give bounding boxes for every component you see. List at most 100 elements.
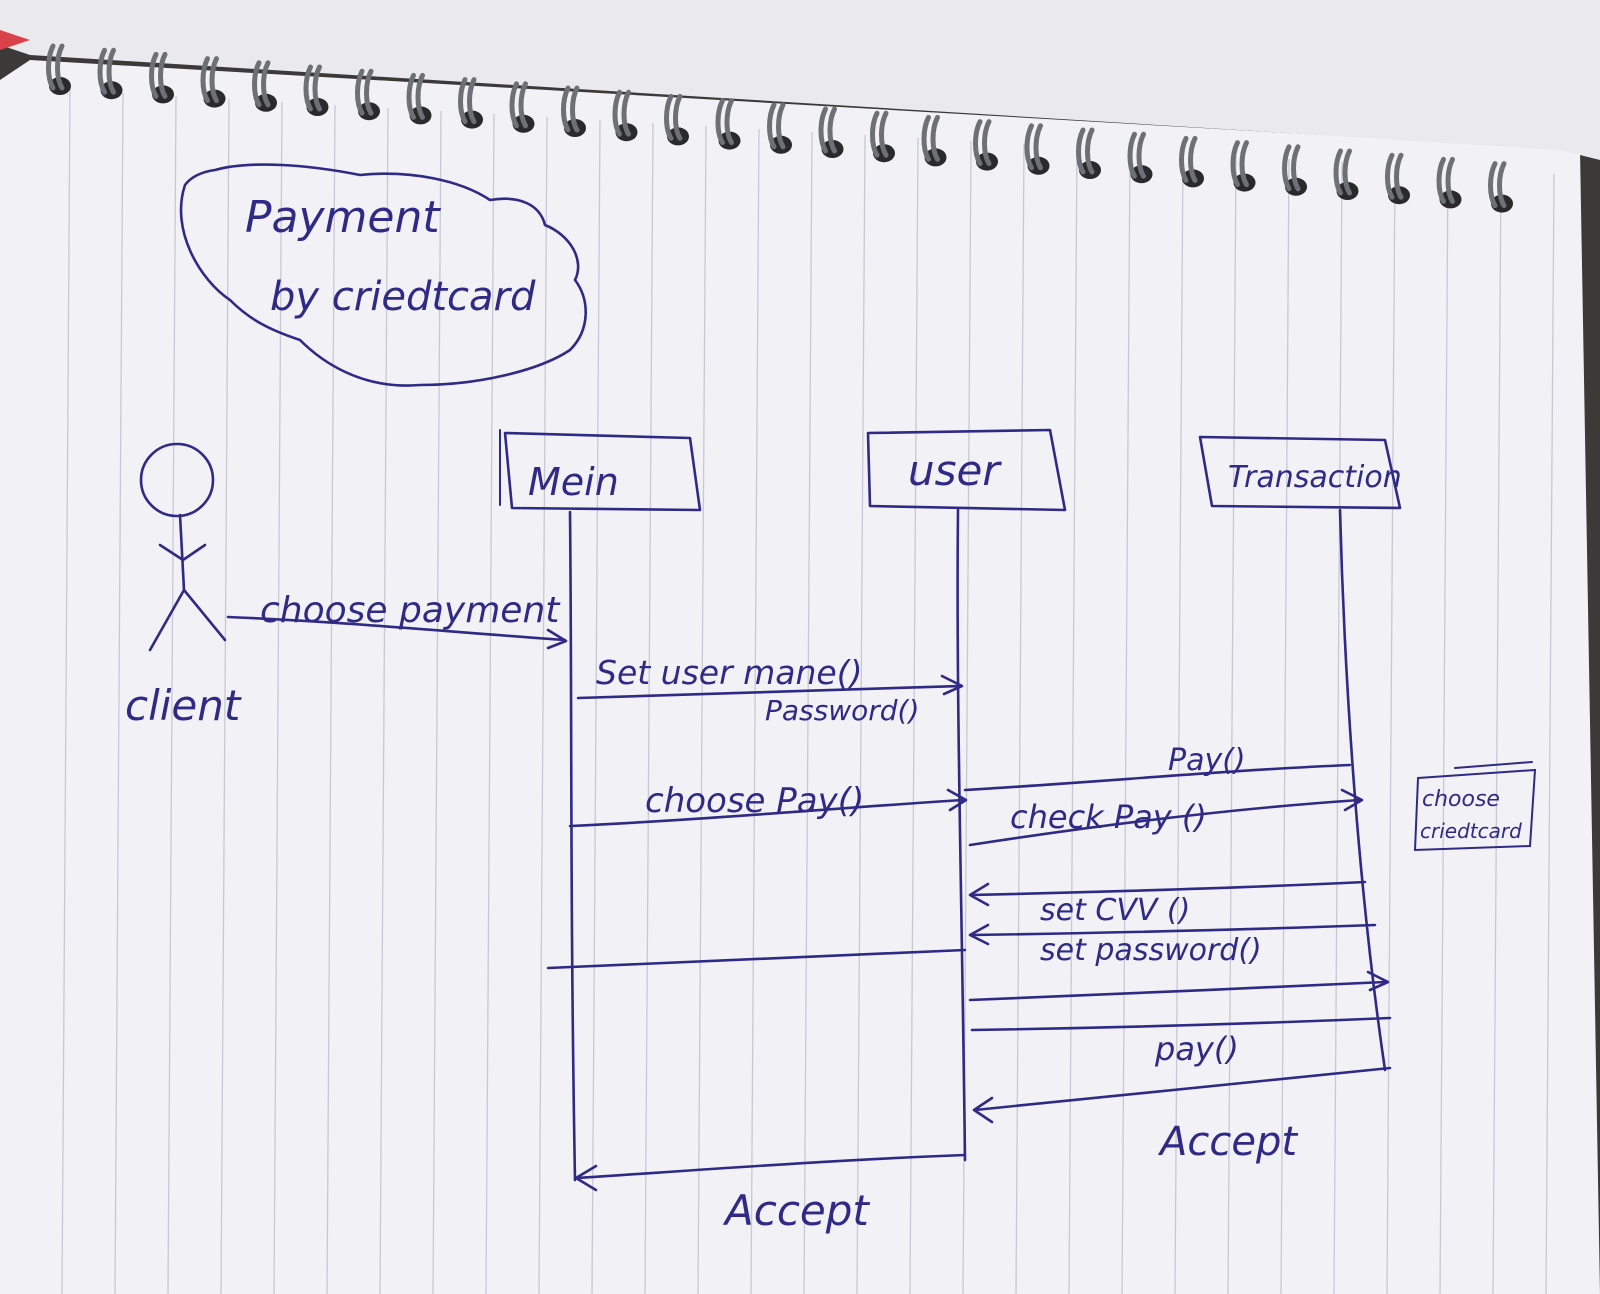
message-label: check Pay (): [1010, 798, 1207, 836]
arrowhead: [940, 674, 964, 696]
rule-line: [61, 89, 71, 1294]
message-label: Set user mane(): [596, 653, 862, 692]
spiral-ring: [921, 114, 947, 167]
spiral-ring: [458, 77, 483, 129]
spiral-ring: [1488, 161, 1513, 213]
lifeline-transaction-box: [1198, 435, 1402, 510]
actor-legs: [148, 588, 227, 652]
spiral-ring: [355, 68, 380, 121]
rule-line: [1386, 164, 1396, 1294]
rule-line: [591, 119, 601, 1294]
note-line1: choose: [1422, 787, 1500, 812]
message-label: Pay(): [1168, 743, 1246, 778]
message-set-cvv: set CVV (): [968, 893, 1377, 946]
rule-line: [114, 92, 124, 1294]
arrowhead: [968, 882, 990, 907]
side-note: choose criedtcard: [1413, 761, 1537, 852]
title-line2: by criedtcard: [270, 274, 536, 320]
message-label: set password(): [1040, 933, 1262, 968]
spiral-ring: [1230, 140, 1256, 192]
rule-line: [750, 128, 760, 1294]
spiral-ring: [406, 72, 432, 125]
message-accept-2: Accept: [574, 1153, 967, 1235]
spiral-binding: [46, 43, 1513, 213]
spiral-ring: [1282, 144, 1307, 196]
spiral-ring: [252, 60, 277, 112]
message-return-1: [968, 880, 1367, 907]
note-line2: criedtcard: [1420, 819, 1522, 843]
arrowhead: [972, 1096, 994, 1124]
message-choose-pay: choose Pay(): [568, 781, 968, 828]
title-line1: Payment: [245, 192, 441, 243]
spiral-ring: [767, 102, 792, 154]
message-label: Accept: [722, 1186, 870, 1235]
background-page: [0, 0, 1600, 160]
rule-line: [1492, 170, 1502, 1294]
rule-line: [326, 104, 336, 1294]
arrowhead: [968, 923, 990, 946]
lifeline-main-box: [503, 431, 702, 512]
rule-line: [909, 137, 919, 1294]
actor-client: client: [125, 442, 242, 730]
rule-line: [1439, 167, 1449, 1294]
notebook-paper: [0, 60, 1600, 1294]
message-label: pay(): [1154, 1030, 1239, 1068]
rule-line: [1227, 155, 1237, 1294]
rule-line: [1068, 146, 1078, 1294]
rule-line: [1174, 152, 1184, 1294]
rule-line: [644, 122, 654, 1294]
spiral-ring: [509, 81, 535, 133]
lifeline-transaction-label: Transaction: [1228, 460, 1402, 495]
spiral-ring: [1385, 152, 1410, 205]
rule-line: [538, 116, 548, 1294]
message-choose-payment: choose payment: [226, 590, 568, 650]
lifeline-main-label: Mein: [528, 460, 619, 504]
message-label-2: Password(): [765, 694, 919, 727]
arrowhead: [1340, 788, 1364, 812]
ruled-lines: [61, 89, 1555, 1294]
actor-label: client: [125, 681, 242, 730]
message-set-username: Set user mane() Password(): [576, 653, 964, 727]
spiral-ring: [1179, 135, 1204, 188]
message-label: choose Pay(): [645, 781, 864, 821]
spiral-ring: [818, 106, 844, 158]
arrowhead: [946, 788, 968, 812]
spiral-ring: [303, 64, 329, 116]
rule-line: [167, 95, 177, 1294]
spiral-ring: [561, 85, 586, 137]
lifeline-main-line: [568, 510, 577, 1182]
note-box: [1413, 768, 1537, 852]
spiral-ring: [870, 110, 895, 163]
rule-line: [1545, 173, 1555, 1294]
spiral-ring: [1127, 131, 1153, 184]
lifeline-user: user: [866, 428, 1067, 1162]
rule-line: [856, 134, 866, 1294]
rule-line: [803, 131, 813, 1294]
spiral-ring: [1076, 127, 1101, 179]
message-label: set CVV (): [1040, 893, 1190, 928]
spiral-ring: [97, 47, 123, 100]
spiral-ring: [612, 89, 638, 142]
lifeline-user-box: [866, 428, 1067, 512]
arrowhead: [546, 628, 568, 650]
spiral-ring: [1436, 156, 1462, 209]
message-main-to-user: [546, 948, 967, 970]
title-cloud: [179, 163, 587, 387]
arrowhead: [1366, 970, 1390, 992]
message-set-password: set password(): [968, 933, 1390, 1002]
rule-line: [485, 113, 495, 1294]
lifeline-main: Mein: [499, 429, 702, 1182]
message-label: Accept: [1157, 1119, 1298, 1165]
spiral-ring: [1333, 148, 1359, 200]
rule-line: [697, 125, 707, 1294]
rule-line: [1333, 161, 1343, 1294]
spiral-ring: [973, 119, 998, 171]
message-label: choose payment: [260, 590, 561, 631]
red-corner: [0, 30, 30, 50]
spiral-ring: [200, 56, 226, 108]
arrowhead: [574, 1164, 598, 1192]
lifeline-user-label: user: [908, 446, 1002, 495]
actor-arms: [158, 543, 207, 562]
message-accept-1: Accept: [972, 1066, 1392, 1165]
